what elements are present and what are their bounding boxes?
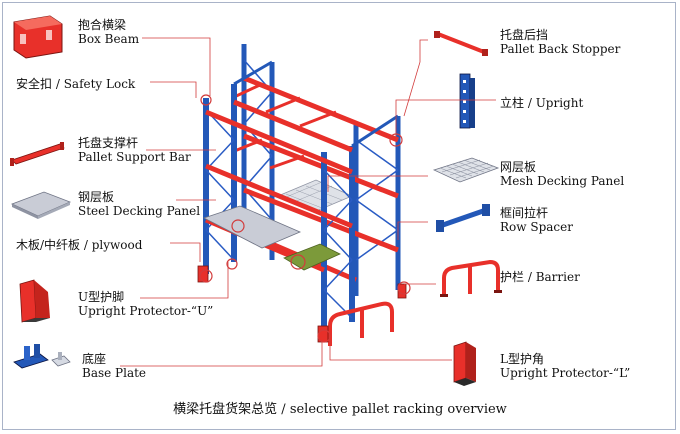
pallet-support-bar-zh: 托盘支撑杆 [78, 136, 139, 150]
safety-lock-en: Safety Lock [63, 77, 136, 91]
pallet-support-bar-en: Pallet Support Bar [78, 150, 191, 164]
steel-decking-panel-icon [10, 191, 72, 219]
pallet-support-bar-icon [10, 142, 65, 166]
label-barrier: 护栏 / Barrier [500, 268, 580, 285]
upright-protector-u-en: Upright Protector-“U” [78, 304, 214, 318]
steel-decking-panel-en: Steel Decking Panel [78, 204, 201, 218]
rack-structure [197, 44, 407, 346]
mesh-decking-panel-en: Mesh Decking Panel [500, 174, 625, 188]
callout-circles [199, 94, 411, 343]
plywood-zh: 木板/中纤板 [16, 238, 81, 252]
label-steel-decking-panel: 钢层板 Steel Decking Panel [78, 190, 200, 218]
upright-protector-l-zh: L型护角 [500, 352, 544, 366]
label-box-beam: 抱合横梁 Box Beam [78, 18, 139, 46]
separator: / [52, 77, 64, 91]
upright-icon [459, 73, 475, 129]
row-spacer-zh: 框间拉杆 [500, 206, 549, 220]
label-row-spacer: 框间拉杆 Row Spacer [500, 206, 573, 234]
diagram-caption: 横梁托盘货架总览 / selective pallet racking over… [173, 402, 507, 417]
pallet-back-stopper-zh: 托盘后挡 [500, 28, 549, 42]
upright-zh: 立柱 [500, 96, 525, 110]
separator: / [524, 96, 536, 110]
label-pallet-back-stopper: 托盘后挡 Pallet Back Stopper [500, 28, 620, 56]
safety-lock-zh: 安全扣 [16, 77, 53, 91]
label-upright-protector-l: L型护角 Upright Protector-“L” [500, 352, 630, 380]
upright-protector-l-icon [453, 341, 476, 386]
label-base-plate: 底座 Base Plate [82, 352, 146, 380]
barrier-zh: 护栏 [500, 270, 525, 284]
row-spacer-icon [436, 204, 490, 232]
separator: / [80, 238, 92, 252]
base-plate-zh: 底座 [82, 352, 107, 366]
box-beam-zh: 抱合横梁 [78, 18, 127, 32]
steel-decking-panel-zh: 钢层板 [78, 190, 115, 204]
diagram-frame [2, 2, 676, 430]
label-upright: 立柱 / Upright [500, 94, 583, 111]
label-safety-lock: 安全扣 / Safety Lock [16, 75, 135, 92]
label-mesh-decking-panel: 网层板 Mesh Decking Panel [500, 160, 624, 188]
label-pallet-support-bar: 托盘支撑杆 Pallet Support Bar [78, 136, 191, 164]
separator: / [524, 270, 536, 284]
plywood-en: plywood [91, 238, 143, 252]
barrier-icon [440, 259, 502, 297]
box-beam-en: Box Beam [78, 32, 140, 46]
upright-protector-u-icon [19, 279, 50, 323]
mesh-decking-panel-icon [432, 157, 500, 183]
box-beam-icon [13, 15, 63, 59]
base-plate-en: Base Plate [82, 366, 147, 380]
upright-protector-u-zh: U型护脚 [78, 290, 125, 304]
row-spacer-en: Row Spacer [500, 220, 573, 234]
upright-en: Upright [535, 96, 584, 110]
base-plate-icon [13, 344, 71, 369]
pallet-back-stopper-en: Pallet Back Stopper [500, 42, 621, 56]
pallet-back-stopper-icon [434, 31, 488, 56]
barrier-en: Barrier [535, 270, 580, 284]
upright-protector-l-en: Upright Protector-“L” [500, 366, 631, 380]
label-upright-protector-u: U型护脚 Upright Protector-“U” [78, 290, 213, 318]
mesh-decking-panel-zh: 网层板 [500, 160, 537, 174]
leader-lines [120, 37, 496, 367]
label-plywood: 木板/中纤板 / plywood [16, 236, 142, 253]
